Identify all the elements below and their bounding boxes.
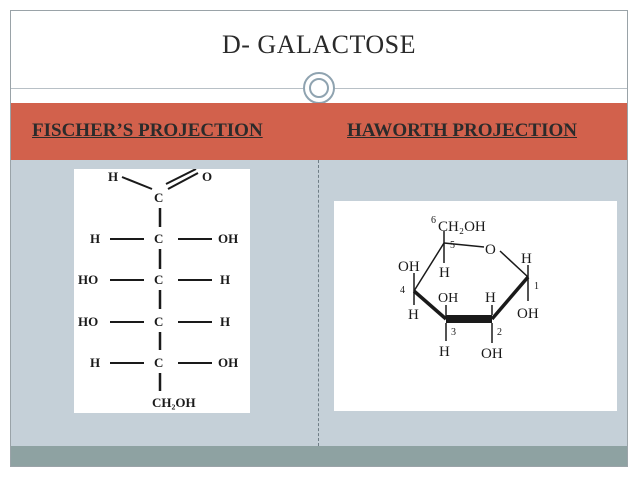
column-divider [318, 160, 319, 446]
ring-bond-c3-c2 [446, 315, 492, 323]
fischer-c3: C [154, 272, 163, 287]
c3-h: H [439, 344, 450, 360]
ring-oxygen: O [485, 242, 496, 258]
fischer-c5: C [154, 355, 163, 370]
c4-h: H [408, 307, 419, 323]
ring-bond-c5-o [443, 242, 485, 248]
ring-bond-o-c1 [499, 250, 529, 278]
ring-bond-c2-c1 [490, 275, 530, 321]
circle-ornament-icon [303, 72, 335, 104]
c4-oh: OH [398, 259, 420, 275]
c2-oh: OH [481, 346, 503, 362]
haworth-heading: HAWORTH PROJECTION [347, 120, 577, 141]
fischer-c5-right: OH [218, 355, 238, 370]
c4-number: 4 [400, 285, 405, 296]
c3-number: 3 [451, 327, 456, 338]
fischer-c3-left: HO [78, 272, 98, 287]
footer-band [11, 446, 627, 466]
c5-h: H [439, 265, 450, 281]
ring-bond-c5-c4 [413, 242, 445, 292]
c5-number: 5 [450, 240, 455, 251]
fischer-co-double-bond-b [165, 169, 197, 185]
fischer-c2-left: H [90, 231, 100, 246]
fischer-row-c5: H C OH [90, 355, 238, 370]
c1-number: 1 [534, 281, 539, 292]
slide-title: D- GALACTOSE [221, 30, 417, 59]
fischer-ch-bond [121, 176, 153, 190]
fischer-heading: FISCHER’S PROJECTION [32, 120, 263, 141]
fischer-row-c2: H C OH [90, 231, 238, 246]
haworth-projection-diagram: 6 CH₂OH 5 O H OH 4 H OH 3 H H 2 OH [334, 201, 617, 411]
slide-frame [10, 10, 628, 467]
fischer-row-c3: HO C H [78, 272, 230, 287]
fischer-c3-right: H [220, 272, 230, 287]
ring-bond-c4-c3 [412, 289, 448, 321]
fischer-c4-right: H [220, 314, 230, 329]
header-band [11, 103, 627, 160]
fischer-projection-diagram: H O C H C OH HO C H [74, 169, 250, 413]
c1-oh: OH [517, 306, 539, 322]
fischer-c2-right: OH [218, 231, 238, 246]
c3-oh: OH [438, 291, 458, 306]
c2-h: H [485, 290, 496, 306]
c6-ch2oh: CH₂OH [438, 219, 486, 235]
fischer-c4-left: HO [78, 314, 98, 329]
fischer-c5-left: H [90, 355, 100, 370]
fischer-co-double-bond-a [167, 172, 199, 190]
c6-number: 6 [431, 215, 436, 226]
fischer-c6-ch2oh: CH₂OH [152, 395, 196, 410]
c2-number: 2 [497, 327, 502, 338]
fischer-row-c4: HO C H [78, 314, 230, 329]
c1-h: H [521, 251, 532, 267]
fischer-aldehyde-o: O [202, 169, 212, 184]
fischer-c2: C [154, 231, 163, 246]
fischer-c4: C [154, 314, 163, 329]
fischer-c1: C [154, 190, 163, 205]
fischer-aldehyde-h: H [108, 169, 118, 184]
